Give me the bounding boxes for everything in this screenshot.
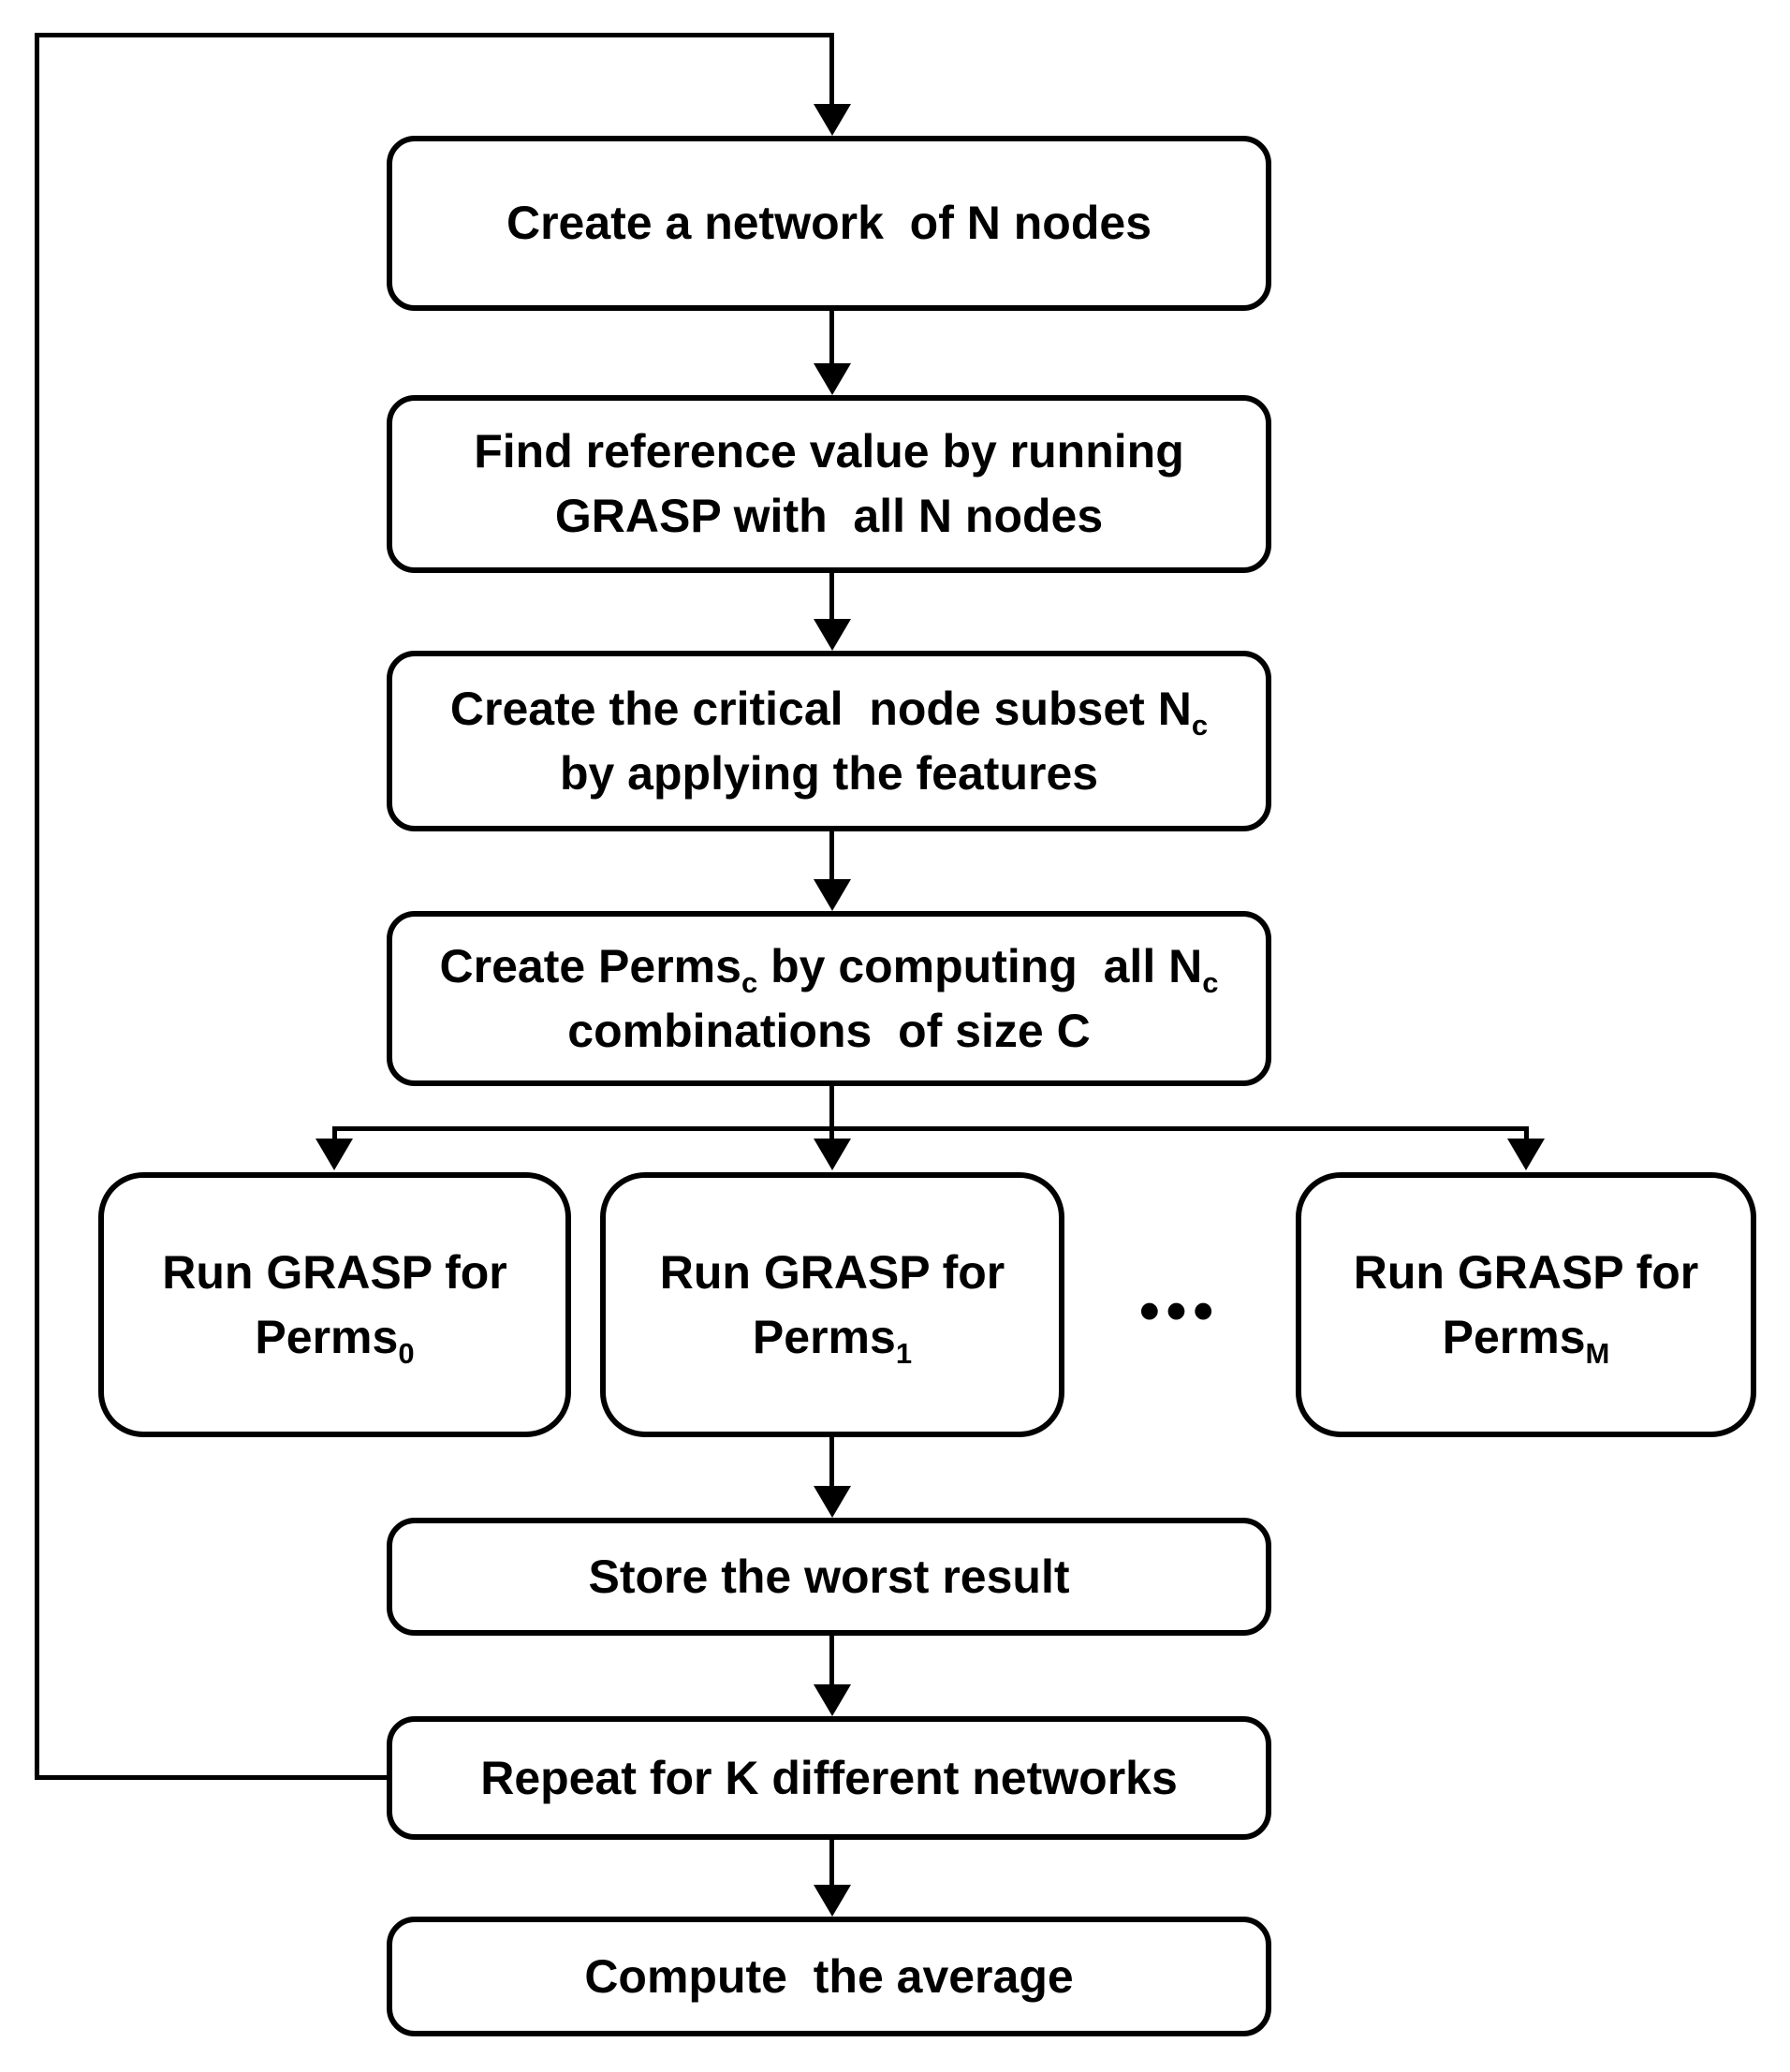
node-run-grasp-last-line2: PermsM [1443, 1305, 1610, 1370]
node-run-grasp-first-base: Perms [255, 1310, 399, 1363]
node-store-worst-label: Store the worst result [588, 1550, 1070, 1603]
node-critical-subset-line1-sub: c [1191, 708, 1209, 742]
arrowhead-into-compute [814, 1885, 851, 1917]
branch-drop-right [1524, 1126, 1529, 1143]
node-run-grasp-second-line1: Run GRASP for [659, 1245, 1005, 1299]
node-run-grasp-last-sub: M [1585, 1336, 1610, 1370]
arrowhead-into-run-first [315, 1139, 353, 1170]
node-store-worst: Store the worst result [387, 1518, 1271, 1636]
node-run-grasp-second: Run GRASP for Perms1 [600, 1172, 1064, 1437]
arrowhead-find-to-subset [814, 619, 851, 651]
loop-drop-line [829, 33, 834, 108]
node-create-perms-line2: combinations of size C [567, 1004, 1091, 1057]
arrowhead-subset-to-perms [814, 879, 851, 911]
node-critical-subset-line1-text: Create the critical node subset N [449, 682, 1192, 735]
node-repeat-networks: Repeat for K different networks [387, 1716, 1271, 1840]
node-run-grasp-second-line2: Perms1 [753, 1305, 912, 1370]
arrowhead-into-create-network [814, 104, 851, 136]
arrowhead-into-run-second [814, 1139, 851, 1170]
node-run-grasp-first-line1: Run GRASP for [162, 1245, 507, 1299]
connector-create-to-find [829, 311, 834, 367]
arrowhead-create-to-find [814, 363, 851, 395]
connector-subset-to-perms [829, 831, 834, 882]
node-compute-average: Compute the average [387, 1917, 1271, 2036]
node-create-perms-line1: Create Permsc by computing all Nc [440, 934, 1219, 999]
connector-run-to-store [829, 1437, 834, 1488]
node-create-network: Create a network of N nodes [387, 136, 1271, 311]
node-run-grasp-last-base: Perms [1442, 1310, 1586, 1363]
arrowhead-into-repeat [814, 1684, 851, 1716]
node-run-grasp-last: Run GRASP for PermsM [1296, 1172, 1756, 1437]
node-compute-average-label: Compute the average [584, 1949, 1074, 2003]
arrowhead-into-run-last [1507, 1139, 1545, 1170]
connector-find-to-subset [829, 573, 834, 622]
node-critical-subset-line2: by applying the features [559, 746, 1099, 800]
node-create-perms-line1-sub1: c [741, 965, 758, 999]
node-run-grasp-second-sub: 1 [895, 1336, 913, 1370]
node-critical-subset-line1: Create the critical node subset Nc [450, 677, 1208, 742]
connector-perms-to-branch [829, 1086, 834, 1142]
connector-store-to-repeat [829, 1636, 834, 1686]
node-create-perms-line1-sub2: c [1202, 965, 1219, 999]
branch-drop-left [332, 1126, 337, 1143]
node-run-grasp-first-line2: Perms0 [255, 1305, 414, 1370]
node-find-reference-line2: GRASP with all N nodes [554, 490, 1104, 542]
node-run-grasp-first-sub: 0 [398, 1336, 415, 1370]
arrowhead-into-store [814, 1486, 851, 1518]
node-run-grasp-first: Run GRASP for Perms0 [98, 1172, 571, 1437]
branch-line [334, 1126, 1526, 1131]
ellipsis: ••• [1138, 1278, 1221, 1344]
node-create-perms-line1-seg1: Create Perms [439, 939, 741, 992]
loop-line-left [35, 33, 39, 1780]
node-find-reference: Find reference value by running GRASP wi… [387, 395, 1271, 573]
node-create-perms: Create Permsc by computing all Nc combin… [387, 911, 1271, 1086]
node-critical-subset: Create the critical node subset Nc by ap… [387, 651, 1271, 831]
node-create-perms-line1-seg2: by computing all N [757, 939, 1203, 992]
node-find-reference-line1: Find reference value by running [474, 425, 1184, 478]
connector-repeat-to-compute [829, 1840, 834, 1887]
node-run-grasp-last-line1: Run GRASP for [1353, 1245, 1699, 1299]
node-create-network-label: Create a network of N nodes [506, 197, 1152, 249]
loop-line-bottom [35, 1775, 391, 1780]
node-run-grasp-second-base: Perms [752, 1310, 896, 1363]
node-repeat-networks-label: Repeat for K different networks [480, 1751, 1178, 1804]
loop-line-top [35, 33, 834, 37]
